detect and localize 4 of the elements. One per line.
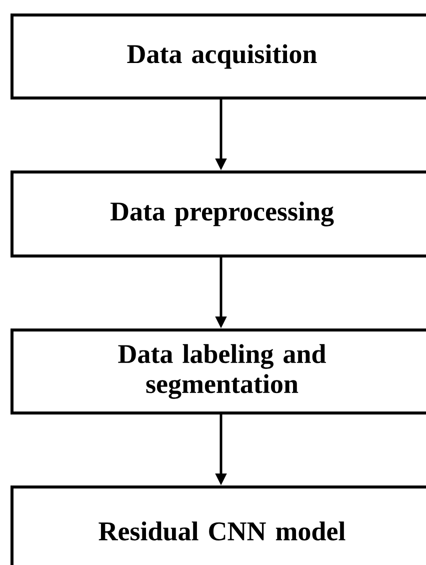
process-box: Data acquisition (10, 14, 426, 100)
process-box: Data labeling and segmentation (10, 328, 426, 414)
process-box: Residual CNN model (10, 486, 426, 565)
process-box: Data preprocessing (10, 170, 426, 258)
